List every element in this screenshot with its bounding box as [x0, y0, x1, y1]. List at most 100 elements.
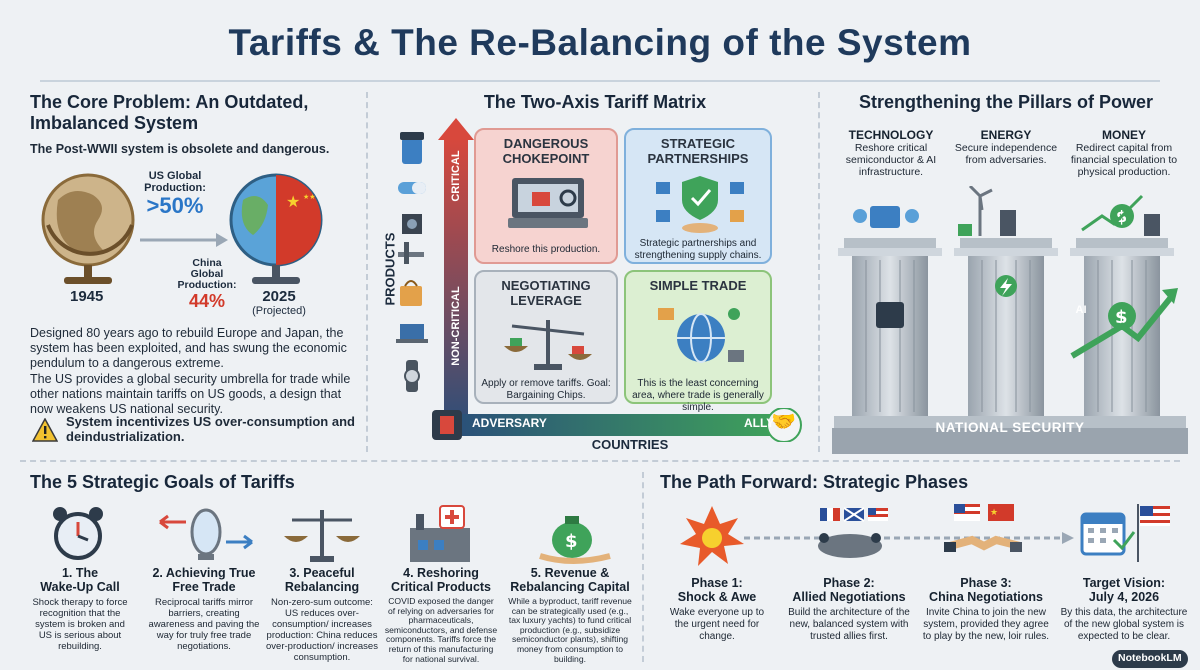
pillar-caption: Secure independence from adversaries.	[954, 142, 1058, 166]
quadrant-dangerous-chokepoint: DANGEROUS CHOKEPOINT Reshore this produc…	[474, 128, 618, 264]
ai-chip-icon	[876, 302, 904, 328]
x-axis-label: COUNTRIES	[591, 437, 669, 452]
phase-title: July 4, 2026	[1088, 590, 1160, 604]
us-china-handshake-icon: ★	[944, 504, 1022, 552]
phase-description: Build the architecture of the new, balan…	[788, 607, 910, 642]
shopping-bag-icon	[400, 280, 422, 306]
phase-2: Phase 2: Allied Negotiations Build the a…	[786, 576, 912, 643]
goal-description: While a byproduct, tariff revenue can be…	[508, 596, 632, 664]
pillar-money: MONEY Redirect capital from financial sp…	[1066, 128, 1182, 178]
national-security-label: NATIONAL SECURITY	[935, 420, 1085, 435]
watch-icon	[404, 360, 420, 392]
us-production-label: Production:	[144, 182, 206, 194]
phase-description: Invite China to join the new system, pro…	[922, 607, 1050, 642]
pillar-label: ENERGY	[980, 128, 1032, 142]
chip-icon	[402, 214, 422, 234]
ai-chip-label: AI	[1075, 304, 1087, 316]
quadrant-caption: Reshore this production.	[491, 244, 601, 255]
factory-medical-icon	[410, 505, 470, 562]
section-divider	[642, 472, 644, 662]
goals-icons: $	[53, 505, 611, 564]
scale-icon	[284, 510, 360, 562]
x-axis-arrow	[432, 408, 802, 442]
globes-illustration: ★ ★★	[41, 173, 323, 284]
balance-scale-icon	[504, 320, 592, 370]
pillars-illustration: $ $	[832, 186, 1188, 454]
us-production-label: US Global	[148, 170, 202, 182]
goal-title: 2. Achieving True	[152, 566, 256, 580]
us-production-value: >50%	[146, 193, 204, 218]
section-divider	[366, 92, 368, 452]
phase-1: Phase 1: Shock & Awe Wake everyone up to…	[662, 576, 772, 643]
goal-2: 2. Achieving True Free Trade Reciprocal …	[148, 566, 260, 652]
factory-lock-icon	[508, 178, 588, 228]
goal-title: Critical Products	[390, 580, 492, 594]
goal-title: 1. The	[61, 566, 99, 580]
svg-text:★: ★	[286, 192, 300, 211]
phase-title: Shock & Awe	[677, 590, 757, 604]
svg-text:$: $	[1115, 307, 1128, 328]
phases-timeline: ★	[680, 504, 1170, 566]
goal-description: Shock therapy to force recognition that …	[32, 597, 128, 652]
goal-title: 4. Reshoring	[403, 566, 479, 580]
title-divider	[40, 80, 1160, 82]
phase-3: Phase 3: China Negotiations Invite China…	[922, 576, 1050, 643]
alarm-clock-icon	[53, 507, 103, 560]
y-axis-bottom-label: NON-CRITICAL	[450, 286, 462, 366]
x-axis-left-label: ADVERSARY	[472, 416, 547, 430]
goals-heading: The 5 Strategic Goals of Tariffs	[30, 472, 295, 492]
quadrant-title: CHOKEPOINT	[502, 151, 590, 166]
goal-description: Non-zero-sum outcome: US reduces over-co…	[266, 597, 378, 663]
china-production-label: Global	[190, 268, 224, 280]
shield-network-icon	[656, 176, 744, 233]
core-paragraph-1: Designed 80 years ago to rebuild Europe …	[30, 326, 347, 370]
core-warning: System incentivizes US over-consumption …	[66, 414, 355, 444]
x-axis-glyphs: 🤝	[348, 406, 796, 440]
notebooklm-watermark: NotebookLM	[1112, 650, 1188, 668]
laptop-icon	[396, 324, 428, 343]
dollar-growth-icon: $	[1081, 194, 1160, 236]
svg-text:★★: ★★	[303, 193, 316, 201]
svg-text:★: ★	[990, 508, 998, 518]
pill-icon	[398, 182, 426, 194]
quadrant-caption: This is the least concerning area, where…	[632, 378, 764, 413]
china-production-label: China	[192, 257, 222, 269]
pillar-label: TECHNOLOGY	[848, 128, 934, 142]
goal-1: 1. The Wake-Up Call Shock therapy to for…	[30, 566, 130, 652]
core-problem-section: The Core Problem: An Outdated, Imbalance…	[30, 92, 360, 157]
mirror-arrows-icon	[159, 508, 253, 560]
globe-1945-icon	[41, 173, 135, 284]
money-bag-icon: $	[539, 516, 611, 564]
warning-icon	[32, 418, 58, 442]
product-icons	[396, 132, 428, 392]
explosion-icon	[680, 506, 744, 566]
phases-heading: The Path Forward: Strategic Phases	[660, 472, 969, 492]
china-production-value: 44%	[188, 291, 226, 311]
quadrant-negotiating-leverage: NEGOTIATING LEVERAGE Apply or remove tar…	[474, 270, 618, 404]
phase-title: Target Vision:	[1082, 576, 1166, 590]
medicine-bottle-icon	[400, 132, 424, 164]
core-heading-line2: Imbalanced System	[30, 113, 199, 133]
phase-description: Wake everyone up to the urgent need for …	[669, 607, 765, 642]
pillars-heading: Strengthening the Pillars of Power	[858, 92, 1154, 112]
x-axis-right-label: ALLY	[744, 416, 775, 430]
watermark-text: NotebookLM	[1118, 652, 1182, 664]
goal-4: 4. Reshoring Critical Products COVID exp…	[384, 566, 498, 664]
pillar-technology: TECHNOLOGY Reshore critical semiconducto…	[836, 128, 946, 178]
handshake-icon: 🤝	[771, 411, 796, 433]
core-paragraph-2: The US provides a global security umbrel…	[30, 372, 351, 416]
goal-title: 3. Peaceful	[289, 566, 355, 580]
quadrant-caption: Apply or remove tariffs. Goal: Bargainin…	[481, 378, 611, 401]
phase-title: Phase 1:	[691, 576, 743, 590]
quadrant-caption: Strategic partnerships and strengthening…	[634, 238, 762, 261]
pillar-label: MONEY	[1101, 128, 1146, 142]
allied-flags-icon	[818, 507, 888, 558]
section-divider	[818, 92, 820, 452]
goal-3: 3. Peaceful Rebalancing Non-zero-sum out…	[266, 566, 378, 663]
quadrant-title: SIMPLE TRADE	[649, 278, 747, 293]
quadrant-title: LEVERAGE	[510, 293, 582, 308]
goal-5: 5. Revenue & Rebalancing Capital While a…	[506, 566, 634, 664]
phase-title: Phase 2:	[823, 576, 875, 590]
quadrant-title: PARTNERSHIPS	[647, 151, 749, 166]
core-subtitle: The Post-WWII system is obsolete and dan…	[30, 142, 330, 156]
